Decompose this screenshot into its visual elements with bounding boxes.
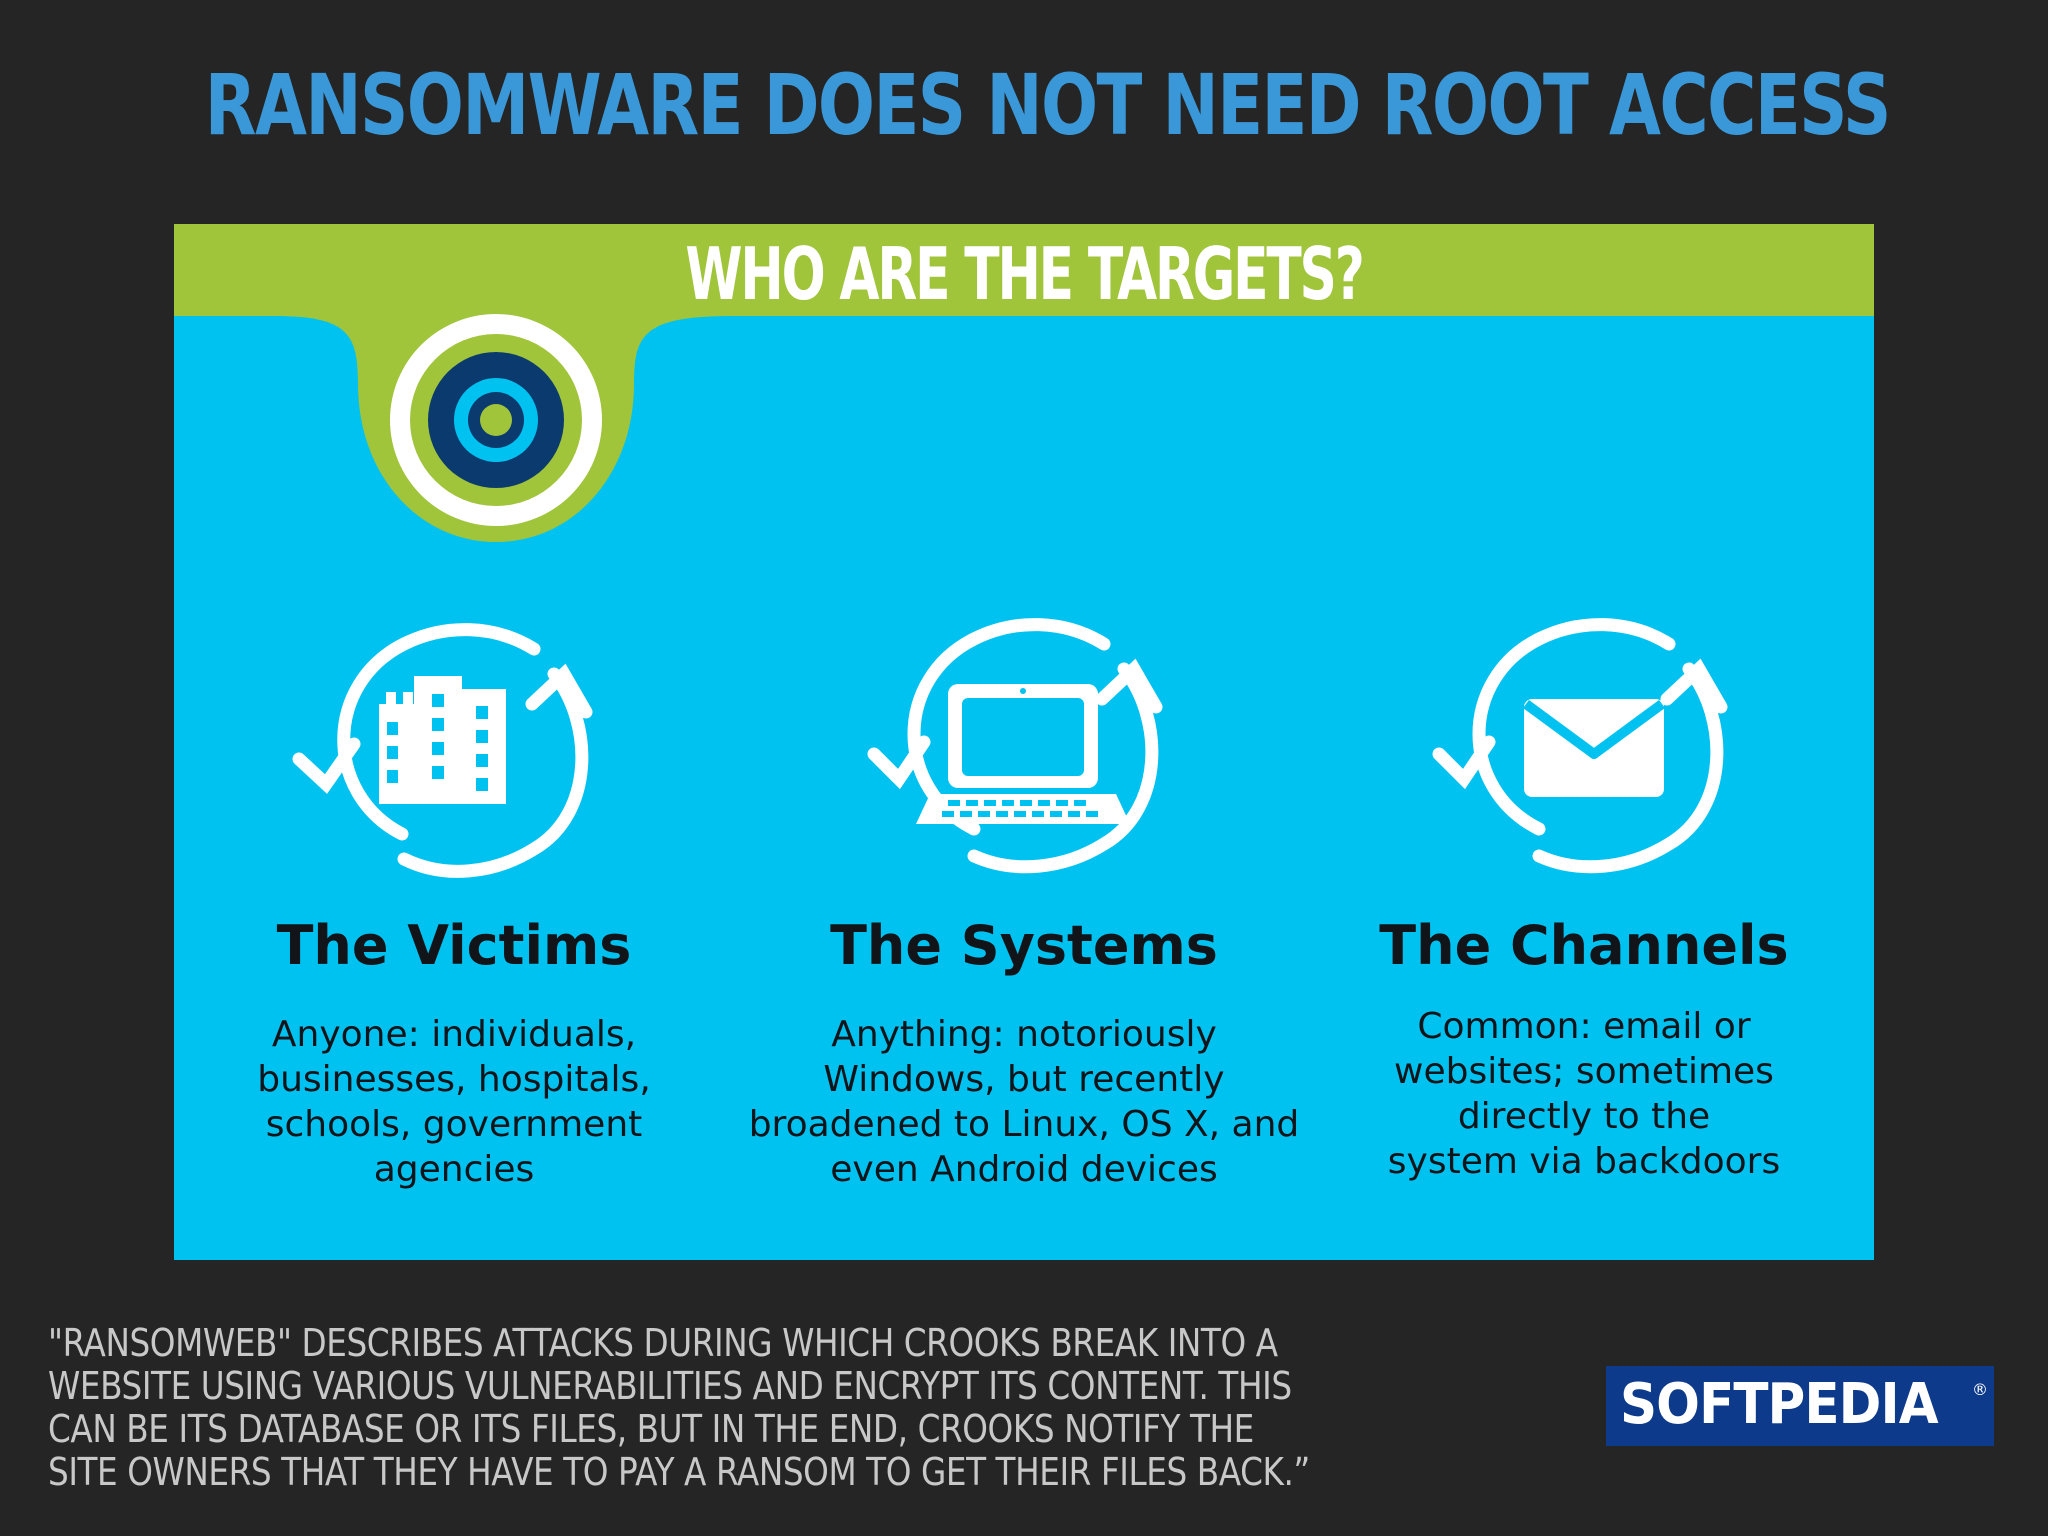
caption-line: CAN BE ITS DATABASE OR ITS FILES, BUT IN…	[48, 1407, 1254, 1451]
laptop-icon	[867, 618, 1163, 874]
buildings-icon	[292, 623, 593, 878]
column-channels: The Channels Common: email or websites; …	[1304, 224, 1864, 1260]
systems-description: Anything: notoriously Windows, but recen…	[744, 1012, 1304, 1192]
systems-heading: The Systems	[830, 914, 1218, 977]
systems-line: Anything: notoriously	[831, 1014, 1217, 1055]
infographic-background	[174, 224, 1874, 542]
systems-line: even Android devices	[830, 1149, 1218, 1190]
target-icon	[374, 298, 618, 542]
caption-line: "RANSOMWEB" DESCRIBES ATTACKS DURING WHI…	[48, 1321, 1278, 1365]
channels-line: websites; sometimes	[1394, 1051, 1774, 1092]
channels-heading: The Channels	[1379, 914, 1789, 977]
victims-line: schools, government	[265, 1104, 643, 1145]
targets-heading: WHO ARE THE TARGETS?	[685, 232, 1364, 316]
registered-mark: ®	[1972, 1380, 1988, 1399]
infographic-panel: WHO ARE THE TARGETS?	[174, 224, 1874, 1260]
channels-line: directly to the	[1457, 1096, 1711, 1137]
victims-line: businesses, hospitals,	[257, 1059, 651, 1100]
victims-description: Anyone: individuals, businesses, hospita…	[174, 1012, 734, 1192]
channels-line: system via backdoors	[1387, 1141, 1781, 1182]
caption-line: SITE OWNERS THAT THEY HAVE TO PAY A RANS…	[48, 1450, 1310, 1494]
caption-quote: "RANSOMWEB" DESCRIBES ATTACKS DURING WHI…	[48, 1322, 1588, 1494]
victims-heading: The Victims	[276, 914, 632, 977]
systems-line: broadened to Linux, OS X, and	[748, 1104, 1300, 1145]
systems-line: Windows, but recently	[823, 1059, 1225, 1100]
channels-line: Common: email or	[1417, 1006, 1751, 1047]
victims-line: Anyone: individuals,	[271, 1014, 637, 1055]
column-systems: The Systems Anything: notoriously Window…	[744, 224, 1304, 1260]
softpedia-logo: SOFTPEDIA ®	[1606, 1366, 1994, 1446]
victims-line: agencies	[373, 1149, 535, 1190]
channels-description: Common: email or websites; sometimes dir…	[1304, 1004, 1864, 1184]
envelope-icon	[1432, 618, 1728, 874]
column-victims: The Victims Anyone: individuals, busines…	[174, 224, 734, 1260]
slide-title: RANSOMWARE DOES NOT NEED ROOT ACCESS	[204, 56, 1892, 154]
caption-line: WEBSITE USING VARIOUS VULNERABILITIES AN…	[48, 1364, 1292, 1408]
logo-text: SOFTPEDIA	[1620, 1372, 1939, 1437]
